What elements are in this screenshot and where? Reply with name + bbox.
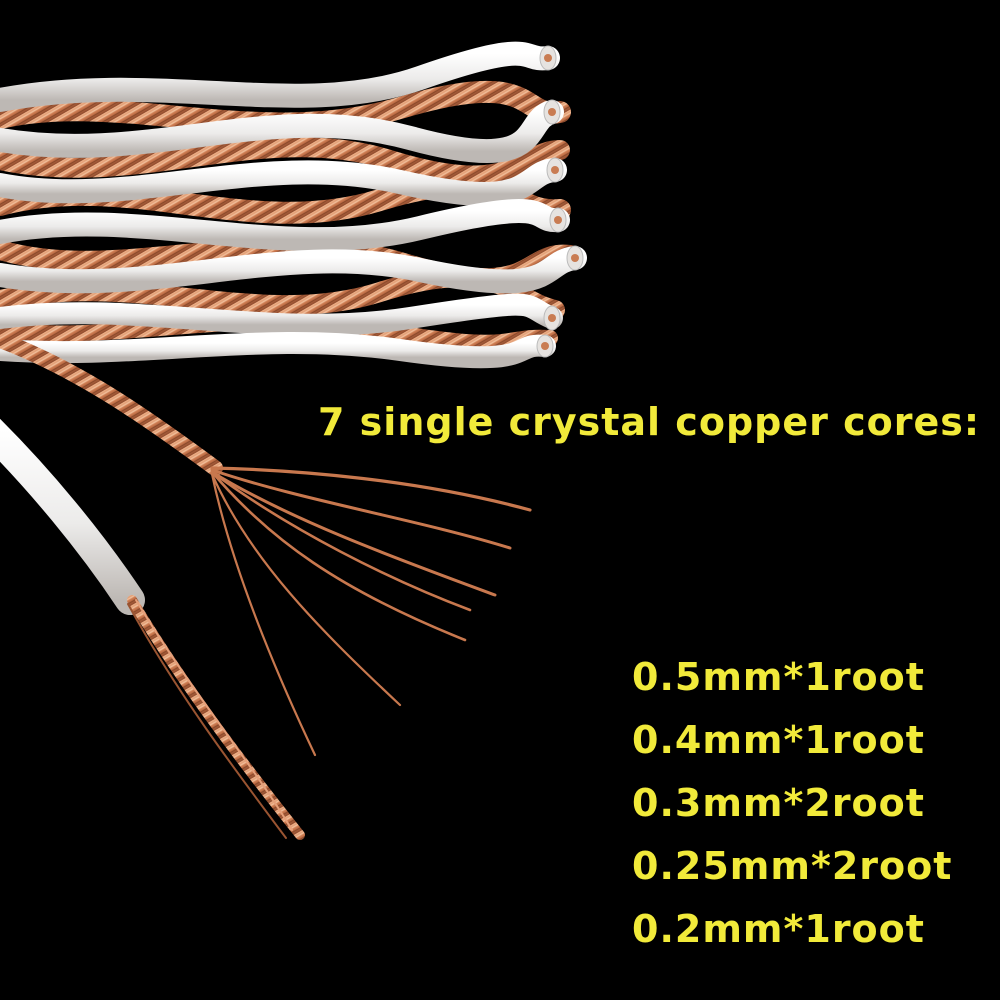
spec-item: 0.5mm*1root — [632, 655, 925, 699]
spec-list: 0.5mm*1root 0.4mm*1root 0.3mm*2root 0.25… — [632, 650, 952, 965]
spec-item: 0.2mm*1root — [632, 907, 925, 951]
spec-item: 0.3mm*2root — [632, 781, 925, 825]
headline-caption: 7 single crystal copper cores: — [318, 400, 981, 444]
single-crystal-cores — [210, 466, 532, 757]
spec-item: 0.25mm*2root — [632, 844, 953, 888]
stripped-white-wire — [0, 418, 305, 840]
copper-cable-lower — [0, 332, 223, 476]
wire-ends — [536, 45, 584, 358]
spec-item: 0.4mm*1root — [632, 718, 925, 762]
insulated-wires — [0, 41, 587, 369]
